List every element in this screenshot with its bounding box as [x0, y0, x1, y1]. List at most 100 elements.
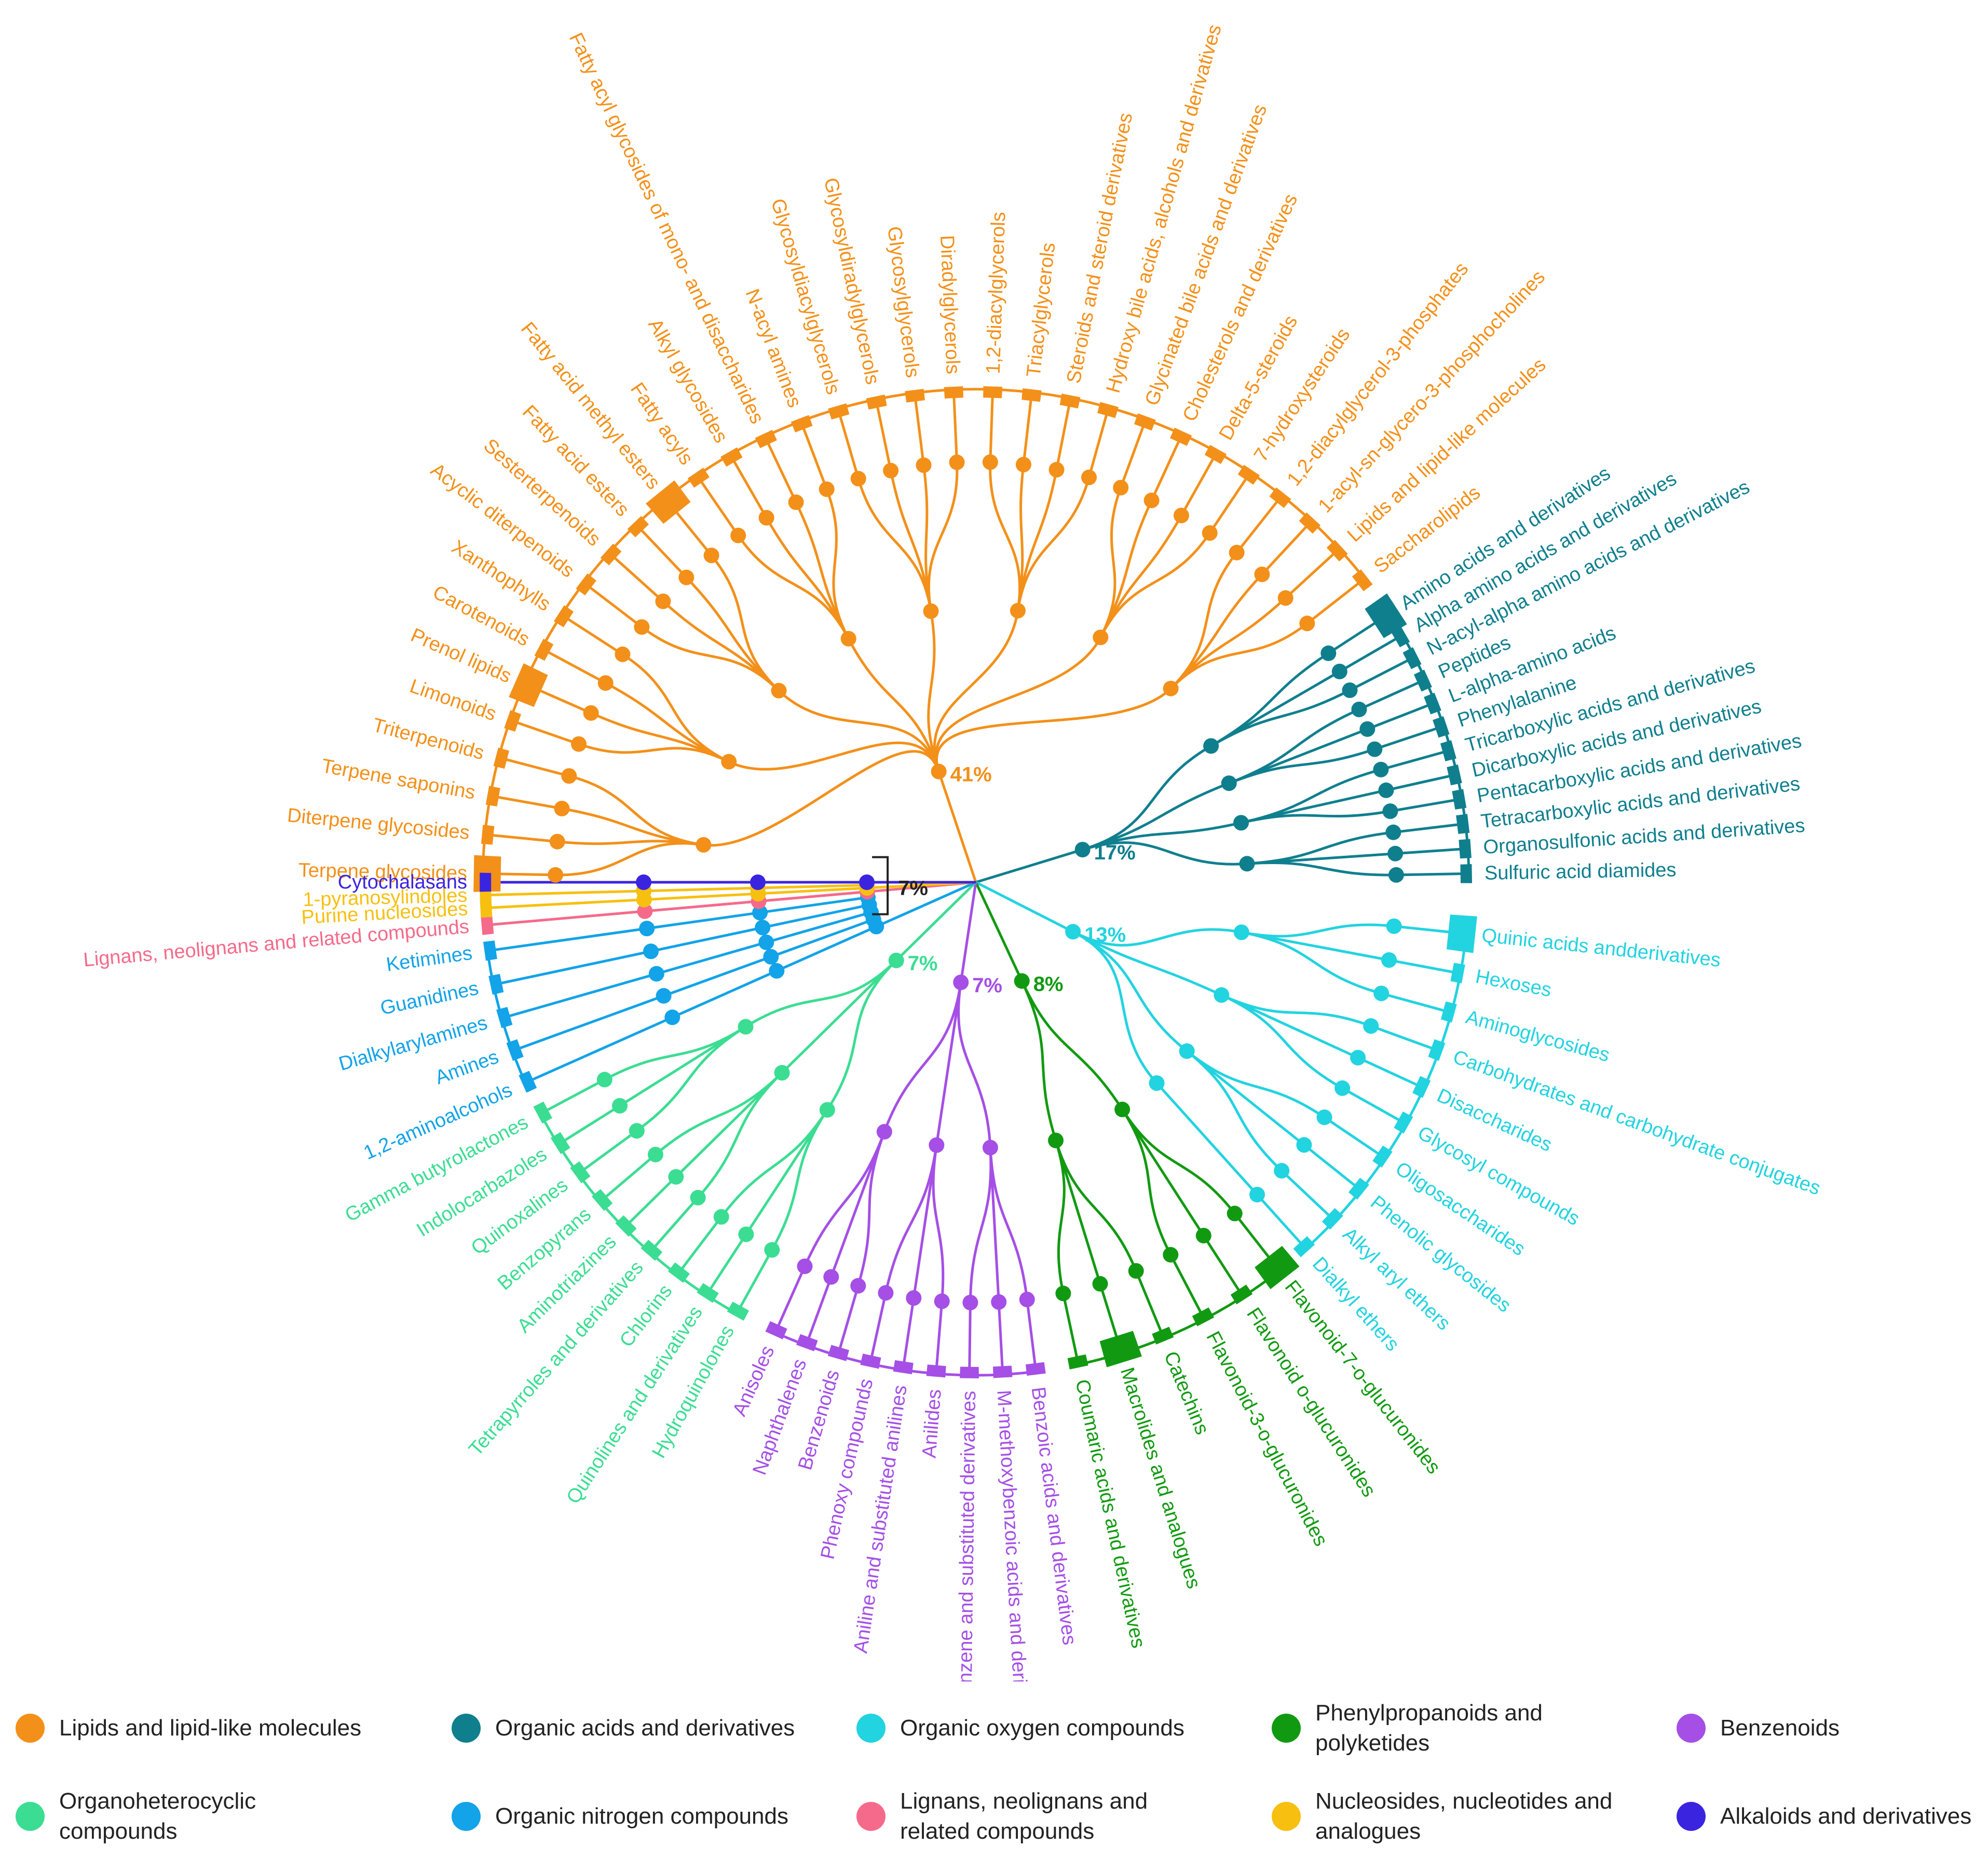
leaf-node [1316, 1109, 1332, 1125]
leaf-node [1163, 1247, 1179, 1263]
leaf-tick [926, 1364, 946, 1378]
legend: Lipids and lipid-like molecules Organic … [16, 1684, 1978, 1871]
leaf-node [583, 705, 599, 721]
leaf-label: Amines [432, 1046, 501, 1089]
leaf-tick [1237, 464, 1260, 485]
branch-node [840, 631, 856, 647]
tree-link [1072, 931, 1222, 996]
tree-link [1228, 748, 1376, 785]
tree-link [1099, 500, 1153, 638]
leaf-tick [1097, 402, 1119, 418]
tree-link [710, 554, 780, 692]
leaf-node [859, 874, 875, 890]
leaf-tick [827, 1345, 849, 1361]
leaf-tick [1204, 445, 1227, 464]
leaf-tick [493, 747, 509, 769]
branch-node [774, 1065, 790, 1081]
tree-link [1026, 1299, 1038, 1372]
legend-dot-lipids [16, 1714, 45, 1743]
tree-link [913, 392, 925, 466]
tree-link [1121, 1109, 1236, 1214]
legend-dot-nucleosides [1272, 1802, 1301, 1831]
leaf-tick [727, 1302, 749, 1321]
tree-link [1087, 407, 1110, 478]
tree-link [968, 1302, 972, 1375]
legend-item-phenylpropanoids: Phenylpropanoids and polyketides [1272, 1684, 1677, 1772]
branch-node [1233, 924, 1249, 940]
tree-link [737, 535, 850, 639]
tree-link [1202, 1235, 1244, 1297]
leaf-tick [1452, 789, 1467, 810]
leaf-node [906, 1290, 922, 1306]
leaf-node [1350, 1050, 1366, 1065]
tree-link [1082, 841, 1247, 866]
legend-item-organic-acids: Organic acids and derivatives [452, 1684, 856, 1772]
tree-link [498, 756, 569, 777]
leaf-label: Fatty acid esters [518, 401, 633, 521]
tree-link [696, 474, 740, 537]
tree-link [1385, 773, 1458, 792]
tree-link [1221, 994, 1359, 1059]
leaf-node [769, 963, 785, 979]
percent-labels: 41%17%13%8%7%7%7% [872, 763, 1136, 997]
tree-link [1072, 931, 1188, 1052]
branch-node [819, 1102, 835, 1118]
leaf-label: M-methoxybenzoic acids and derivatives [992, 1389, 1033, 1681]
leaf-tick [1433, 716, 1450, 738]
legend-dot-organic-oxygen [856, 1714, 886, 1743]
tree-link [957, 982, 992, 1148]
leaf-tick [1394, 1111, 1413, 1134]
tree-link [1208, 472, 1251, 534]
leaf-node [597, 675, 614, 691]
leaf-node [690, 1189, 706, 1206]
leaf-tick [993, 1365, 1013, 1378]
tree-link [857, 478, 932, 612]
group-percent-label: 13% [1084, 923, 1126, 946]
leaf-label: 1-pyranosylindoles [303, 885, 468, 911]
leaf-node [637, 903, 653, 919]
leaf-label: Triterpenoids [370, 714, 486, 764]
tree-link [1281, 1170, 1336, 1222]
leaf-tick [615, 1215, 637, 1237]
tree-link [604, 1025, 746, 1081]
tree-link [1054, 1140, 1138, 1271]
leaf-node [648, 966, 664, 982]
tree-link [1367, 701, 1436, 731]
tree-link [599, 1153, 657, 1203]
tree-link [884, 1145, 938, 1293]
leaf-node [643, 943, 659, 960]
leaf-label: Hydroquinolones [648, 1322, 739, 1462]
leaf-tick [1255, 1246, 1300, 1290]
tree-link [902, 1297, 915, 1370]
leaf-node [713, 1209, 729, 1225]
tree-link [1169, 573, 1263, 690]
leaf-node [1386, 918, 1402, 934]
tree-link [1341, 1087, 1407, 1125]
leaf-label: Benzene and substituted derivatives [954, 1391, 980, 1681]
legend-item-benzenoids: Benzenoids [1677, 1684, 1978, 1772]
leaf-tick [796, 1334, 818, 1351]
tree-link [1016, 464, 1025, 611]
tree-link [1169, 622, 1308, 690]
tree-link [655, 1072, 783, 1156]
group-root-node [1074, 842, 1091, 858]
tree-link [490, 795, 562, 810]
tree-link [856, 1131, 886, 1287]
tree-link [641, 626, 780, 692]
tree-link [932, 1145, 945, 1302]
tree-link [975, 881, 1074, 933]
leaf-tick [687, 468, 710, 488]
leaf-node [1202, 525, 1218, 541]
leaf-label: Fatty acyl glycosides of mono- and disac… [565, 30, 768, 427]
leaf-node [819, 481, 835, 497]
tree-link [493, 904, 870, 986]
tree-link [540, 1078, 605, 1115]
tree-link [805, 1276, 833, 1346]
tree-link [557, 1104, 621, 1146]
leaf-node [1378, 782, 1394, 798]
leaf-label: 1,2-diacylglycerols [983, 211, 1010, 374]
leaf-node [949, 454, 965, 470]
tree-link [512, 918, 874, 1052]
branch-node [771, 682, 787, 699]
tree-link [935, 982, 962, 1145]
